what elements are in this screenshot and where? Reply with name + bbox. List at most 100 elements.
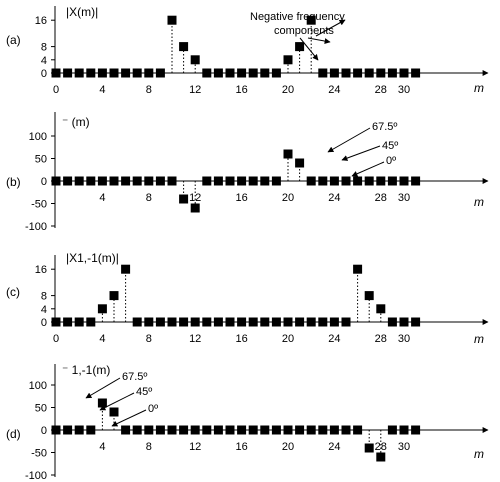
data-point	[132, 176, 142, 186]
data-point	[144, 425, 154, 435]
data-point	[74, 425, 84, 435]
data-point	[155, 425, 165, 435]
data-point	[341, 317, 351, 327]
x-tick-label: 8	[146, 84, 152, 96]
data-point	[318, 317, 328, 327]
data-point	[295, 425, 305, 435]
data-point	[353, 264, 363, 274]
data-point	[202, 317, 212, 327]
data-point	[387, 176, 397, 186]
data-point	[283, 149, 293, 159]
data-point	[225, 176, 235, 186]
data-point	[121, 176, 131, 186]
y-tick-label: 50	[35, 403, 47, 415]
x-tick-label: 8	[146, 192, 152, 204]
data-point	[63, 317, 73, 327]
data-point	[132, 68, 142, 78]
data-point	[225, 317, 235, 327]
data-point	[306, 15, 316, 25]
data-point	[109, 291, 119, 301]
y-axis-label: |X(m)|	[66, 5, 98, 19]
data-point	[411, 317, 421, 327]
data-point	[248, 317, 258, 327]
data-point	[97, 176, 107, 186]
data-point	[364, 443, 374, 453]
x-tick-label: 12	[189, 84, 201, 96]
x-tick-label: 28	[375, 192, 387, 204]
data-point	[260, 176, 270, 186]
data-point	[51, 176, 61, 186]
data-point	[248, 425, 258, 435]
data-point	[155, 68, 165, 78]
data-point	[86, 425, 96, 435]
data-point	[376, 452, 386, 462]
data-point	[86, 68, 96, 78]
x-tick-label: 20	[282, 84, 294, 96]
x-tick-label: 0	[53, 84, 59, 96]
x-axis-label: m	[474, 332, 484, 346]
data-point	[97, 398, 107, 408]
x-tick-label: 20	[282, 333, 294, 345]
y-tick-label: 8	[41, 42, 47, 54]
y-axis-label: ⁻ 1,-1(m)	[62, 363, 110, 377]
data-point	[283, 425, 293, 435]
data-point	[190, 203, 200, 213]
data-point	[144, 317, 154, 327]
data-point	[167, 176, 177, 186]
x-tick-label: 20	[282, 441, 294, 453]
data-point	[271, 425, 281, 435]
data-point	[132, 317, 142, 327]
x-tick-label: 4	[99, 84, 105, 96]
data-point	[387, 425, 397, 435]
annotation-0-degrees: 0º	[386, 155, 396, 167]
data-point	[74, 317, 84, 327]
y-tick-label: 4	[41, 55, 47, 67]
data-point	[341, 68, 351, 78]
y-tick-label: 0	[41, 317, 47, 329]
x-tick-label: 28	[375, 84, 387, 96]
y-tick-label: 0	[41, 68, 47, 80]
data-point	[225, 425, 235, 435]
annotation-arrow	[351, 161, 385, 177]
data-point	[364, 68, 374, 78]
x-tick-label: 16	[235, 333, 247, 345]
x-tick-label: 8	[146, 333, 152, 345]
x-tick-label: 16	[235, 441, 247, 453]
data-point	[144, 68, 154, 78]
x-tick-label: 30	[398, 441, 410, 453]
data-point	[399, 425, 409, 435]
data-point	[306, 425, 316, 435]
y-tick-label: 50	[35, 154, 47, 166]
data-point	[295, 158, 305, 168]
annotation-arrow	[307, 37, 331, 44]
data-point	[121, 425, 131, 435]
data-point	[144, 176, 154, 186]
data-point	[63, 176, 73, 186]
annotation-arrow	[315, 19, 346, 37]
y-tick-label: 16	[35, 15, 47, 27]
data-point	[190, 55, 200, 65]
data-point	[341, 176, 351, 186]
data-point	[271, 176, 281, 186]
x-tick-label: 16	[235, 192, 247, 204]
data-point	[51, 317, 61, 327]
data-point	[63, 68, 73, 78]
data-point	[179, 194, 189, 204]
data-point	[237, 176, 247, 186]
data-point	[86, 317, 96, 327]
y-axis-label: |X1,-1(m)|	[66, 251, 119, 265]
data-point	[248, 176, 258, 186]
data-point	[341, 425, 351, 435]
data-point	[283, 55, 293, 65]
x-tick-label: 30	[398, 192, 410, 204]
annotation-0-degrees: 0º	[148, 403, 158, 415]
data-point	[237, 317, 247, 327]
data-point	[295, 317, 305, 327]
x-axis-label: m	[474, 447, 484, 461]
